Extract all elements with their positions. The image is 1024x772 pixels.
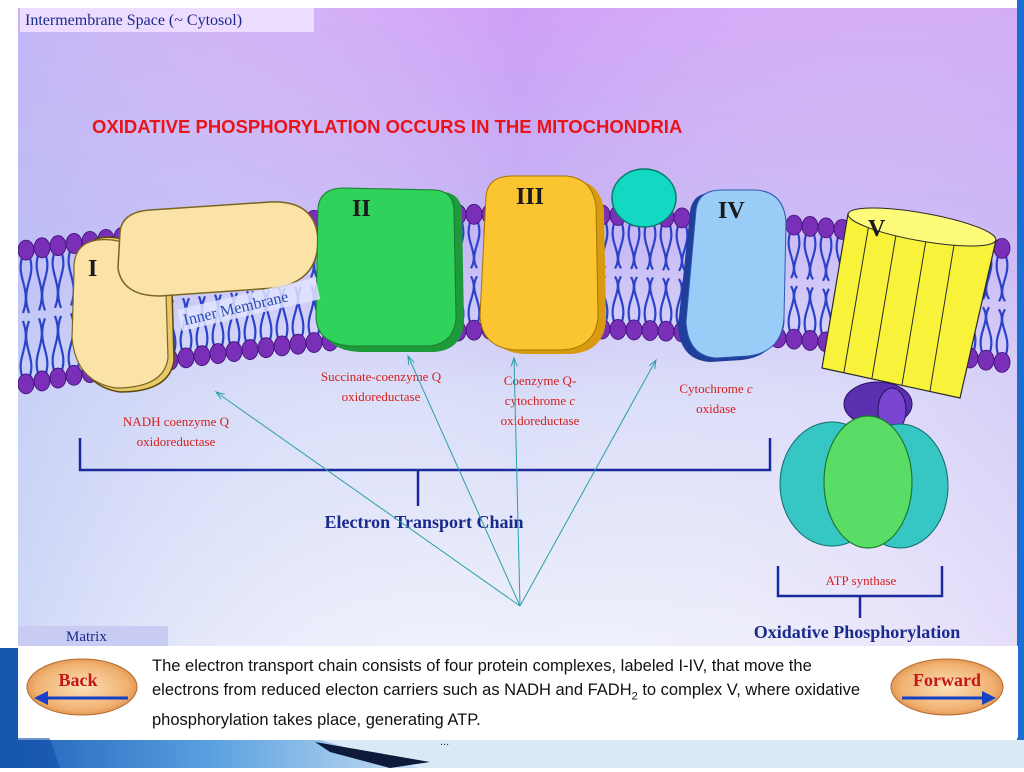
nadh-label-line2: oxidoreductase bbox=[137, 434, 216, 449]
cytochrome-oxidase-line2: oxidase bbox=[696, 401, 736, 416]
svg-text:Forward: Forward bbox=[913, 670, 981, 690]
caption-text: The electron transport chain consists of… bbox=[152, 657, 861, 730]
atp-synthase-bracket bbox=[776, 566, 944, 618]
oxphos-label: Oxidative Phosphorylation bbox=[754, 622, 961, 642]
complex-i-label: I bbox=[88, 256, 97, 282]
complex-ii bbox=[315, 187, 464, 352]
caption-panel bbox=[18, 646, 1018, 738]
forward-button[interactable]: Forward bbox=[888, 656, 1006, 718]
intermembrane-space-label: Intermembrane Space (~ Cytosol) bbox=[25, 12, 242, 29]
cytochrome-oxidase-line1: Cytochrome c bbox=[679, 381, 753, 396]
arrow-right-icon bbox=[902, 691, 996, 705]
complex-iv-label: IV bbox=[718, 198, 745, 224]
right-accent-bar bbox=[1017, 0, 1024, 740]
matrix-label: Matrix bbox=[66, 629, 107, 645]
atp-synthase-label: ATP synthase bbox=[826, 573, 897, 588]
complex-iii-label: III bbox=[516, 184, 544, 210]
footer-marker: ... bbox=[440, 736, 450, 748]
etc-bracket bbox=[78, 438, 772, 506]
complex-i bbox=[71, 201, 319, 393]
pointer-lines bbox=[214, 354, 657, 607]
page-title: OXIDATIVE PHOSPHORYLATION OCCURS IN THE … bbox=[92, 116, 682, 137]
succinate-label-line1: Succinate-coenzyme Q bbox=[321, 369, 442, 384]
complex-iv bbox=[678, 189, 787, 362]
svg-text:Back: Back bbox=[58, 670, 97, 690]
arrow-left-icon bbox=[34, 691, 128, 705]
nadh-label-line1: NADH coenzyme Q bbox=[123, 414, 230, 429]
complex-ii-label: II bbox=[352, 196, 371, 222]
complex-v bbox=[779, 207, 997, 549]
etc-label: Electron Transport Chain bbox=[324, 512, 523, 532]
back-button[interactable]: Back bbox=[24, 656, 140, 718]
cytochrome-c-sphere bbox=[611, 168, 677, 228]
coq-label-line1: Coenzyme Q- bbox=[504, 373, 577, 388]
coq-label-line3: oxidoreductase bbox=[501, 413, 580, 428]
succinate-label-line2: oxidoreductase bbox=[342, 389, 421, 404]
complex-v-label: V bbox=[868, 216, 886, 242]
coq-label-line2: cytochrome c bbox=[505, 393, 576, 408]
left-margin bbox=[0, 0, 18, 640]
complex-iii bbox=[479, 175, 606, 354]
